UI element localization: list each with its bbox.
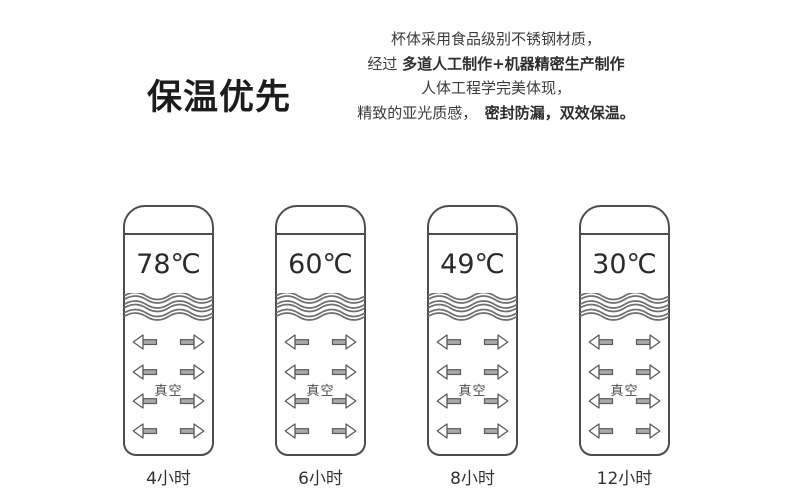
heat-escape-arrows xyxy=(125,334,212,439)
arrow-left-icon xyxy=(588,364,614,380)
arrow-left-icon xyxy=(284,334,310,350)
arrow-right-icon xyxy=(483,364,509,380)
arrow-left-icon xyxy=(284,423,310,439)
arrow-row xyxy=(132,334,205,350)
description-line: 杯体采用食品级别不锈钢材质， xyxy=(390,30,601,48)
arrow-left-icon xyxy=(588,334,614,350)
bottle-diagram: 78℃ xyxy=(123,205,214,489)
bottle-outline: 78℃ xyxy=(123,205,214,456)
arrow-row xyxy=(588,393,661,409)
arrow-left-icon xyxy=(436,334,462,350)
bottle-outline: 60℃ xyxy=(275,205,366,456)
arrow-left-icon xyxy=(436,364,462,380)
arrow-right-icon xyxy=(483,423,509,439)
description-line: 经过 多道人工制作+机器精密生产制作 xyxy=(367,54,625,73)
water-waves-icon xyxy=(124,293,213,321)
arrow-left-icon xyxy=(132,423,158,439)
arrow-row xyxy=(284,393,357,409)
arrow-row xyxy=(588,364,661,380)
water-waves-icon xyxy=(276,293,365,321)
arrow-right-icon xyxy=(483,334,509,350)
arrow-right-icon xyxy=(635,364,661,380)
arrow-right-icon xyxy=(331,334,357,350)
arrow-right-icon xyxy=(179,364,205,380)
bottle-diagrams-row: 78℃ xyxy=(123,205,670,489)
product-description: 杯体采用食品级别不锈钢材质， 经过 多道人工制作+机器精密生产制作人体工程学完美体… xyxy=(328,27,664,125)
arrow-row xyxy=(132,364,205,380)
arrow-left-icon xyxy=(284,393,310,409)
duration-label: 6小时 xyxy=(298,469,343,489)
arrow-right-icon xyxy=(179,393,205,409)
arrow-row xyxy=(284,364,357,380)
heat-escape-arrows xyxy=(581,334,668,439)
arrow-row xyxy=(436,393,509,409)
arrow-row xyxy=(284,423,357,439)
bottle-diagram: 49℃ xyxy=(427,205,518,489)
heat-escape-arrows xyxy=(429,334,516,439)
arrow-row xyxy=(436,364,509,380)
temperature-label: 49℃ xyxy=(440,249,505,280)
bottle-diagram: 30℃ xyxy=(579,205,670,489)
arrow-right-icon xyxy=(635,393,661,409)
duration-label: 4小时 xyxy=(146,469,191,489)
vacuum-label: 真空 xyxy=(610,384,639,399)
duration-label: 12小时 xyxy=(596,469,653,489)
arrow-row xyxy=(588,423,661,439)
bottle-outline: 30℃ xyxy=(579,205,670,456)
vacuum-label: 真空 xyxy=(306,384,335,399)
description-line: 精致的亚光质感， 密封防漏，双效保温。 xyxy=(357,103,635,122)
water-waves-icon xyxy=(580,293,669,321)
bottle-outline: 49℃ xyxy=(427,205,518,456)
arrow-row xyxy=(284,334,357,350)
vacuum-label: 真空 xyxy=(458,384,487,399)
arrow-left-icon xyxy=(588,393,614,409)
arrow-left-icon xyxy=(284,364,310,380)
arrow-row xyxy=(132,423,205,439)
page-title: 保温优先 xyxy=(147,78,292,119)
arrow-right-icon xyxy=(331,423,357,439)
arrow-left-icon xyxy=(132,364,158,380)
arrow-left-icon xyxy=(436,393,462,409)
arrow-right-icon xyxy=(331,364,357,380)
arrow-right-icon xyxy=(483,393,509,409)
arrow-right-icon xyxy=(331,393,357,409)
arrow-left-icon xyxy=(588,423,614,439)
arrow-right-icon xyxy=(179,334,205,350)
bottle-cap xyxy=(581,207,668,235)
bottle-cap xyxy=(125,207,212,235)
arrow-right-icon xyxy=(179,423,205,439)
arrow-right-icon xyxy=(635,334,661,350)
temperature-label: 60℃ xyxy=(288,249,353,280)
arrow-right-icon xyxy=(635,423,661,439)
arrow-row xyxy=(436,423,509,439)
arrow-row xyxy=(132,393,205,409)
bottle-cap xyxy=(277,207,364,235)
bottle-cap xyxy=(429,207,516,235)
arrow-row xyxy=(436,334,509,350)
duration-label: 8小时 xyxy=(450,469,495,489)
temperature-label: 78℃ xyxy=(136,249,201,280)
heat-escape-arrows xyxy=(277,334,364,439)
water-waves-icon xyxy=(428,293,517,321)
arrow-left-icon xyxy=(132,334,158,350)
temperature-label: 30℃ xyxy=(592,249,657,280)
description-line: 人体工程学完美体现， xyxy=(420,79,571,97)
bottle-diagram: 60℃ xyxy=(275,205,366,489)
arrow-left-icon xyxy=(436,423,462,439)
arrow-row xyxy=(588,334,661,350)
arrow-left-icon xyxy=(132,393,158,409)
vacuum-label: 真空 xyxy=(154,384,183,399)
